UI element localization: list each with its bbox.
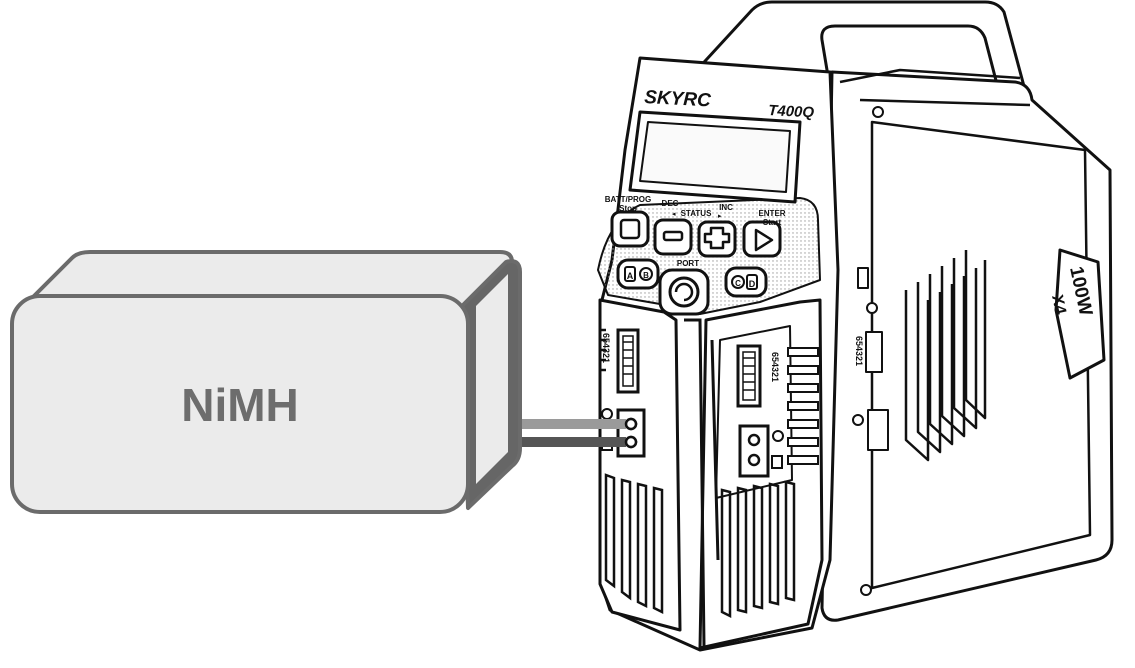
main-port-center <box>738 424 784 478</box>
plug-positive <box>624 417 638 431</box>
side-hole-bottom <box>860 584 872 596</box>
balance-label-right: 654321 <box>854 336 864 366</box>
enter-button[interactable] <box>742 220 782 258</box>
lcd-display <box>628 110 802 204</box>
side-balance-port <box>865 331 883 373</box>
battery-front-face <box>10 294 470 514</box>
balance-port-left <box>600 328 640 394</box>
front-right-inner <box>715 325 793 499</box>
side-port-dot <box>852 414 864 426</box>
front-left-module <box>598 298 682 632</box>
side-port-d-box <box>857 267 869 289</box>
battery-pack: NiMH <box>10 250 522 514</box>
stop-label: Stop <box>619 204 637 213</box>
start-label: Start <box>763 218 782 227</box>
enter-label: ENTER <box>758 209 785 218</box>
balance-label-left: 654321 <box>601 333 611 363</box>
port-d-label: D <box>749 279 756 289</box>
power-badge <box>1054 248 1106 380</box>
battery-label: NiMH <box>181 379 299 431</box>
port-a-label: A <box>627 271 634 281</box>
side-hole-top <box>872 106 884 118</box>
status-label: STATUS <box>681 209 712 218</box>
side-main-port <box>867 409 889 451</box>
dec-label: DEC <box>662 199 679 208</box>
port-button[interactable] <box>658 268 710 316</box>
side-hole-mid <box>866 302 878 314</box>
inc-arrow: ▸ <box>718 213 722 220</box>
port-cd-indicator[interactable] <box>724 266 768 298</box>
side-vent-grille <box>904 250 987 462</box>
batt-prog-label: BATT/PROG <box>605 195 652 204</box>
port-c-label: C <box>735 279 741 288</box>
brand-logo: SKYRC <box>644 87 712 111</box>
balance-label-center: 654321 <box>770 352 780 382</box>
inc-button[interactable] <box>697 220 737 258</box>
plug-negative <box>624 435 638 449</box>
front-right-vents <box>720 480 796 619</box>
batt-prog-button[interactable] <box>610 210 650 248</box>
module-divider <box>684 318 720 647</box>
power-badge-sub: X4 <box>1048 293 1069 316</box>
model-name: T400Q <box>768 102 815 121</box>
charger-side-lip <box>839 68 1031 107</box>
front-left-vents <box>604 473 664 615</box>
port-label: PORT <box>677 259 699 268</box>
port-b-label: B <box>643 271 649 280</box>
dec-arrow: ◂ <box>672 211 676 218</box>
balance-port-center <box>736 344 762 408</box>
main-port-left <box>601 408 646 458</box>
port-ab-indicator[interactable] <box>616 258 660 290</box>
inc-label: INC <box>719 203 733 212</box>
battery-side-highlight <box>476 274 508 484</box>
dec-button[interactable] <box>653 218 693 256</box>
center-slot-bars <box>787 347 819 465</box>
